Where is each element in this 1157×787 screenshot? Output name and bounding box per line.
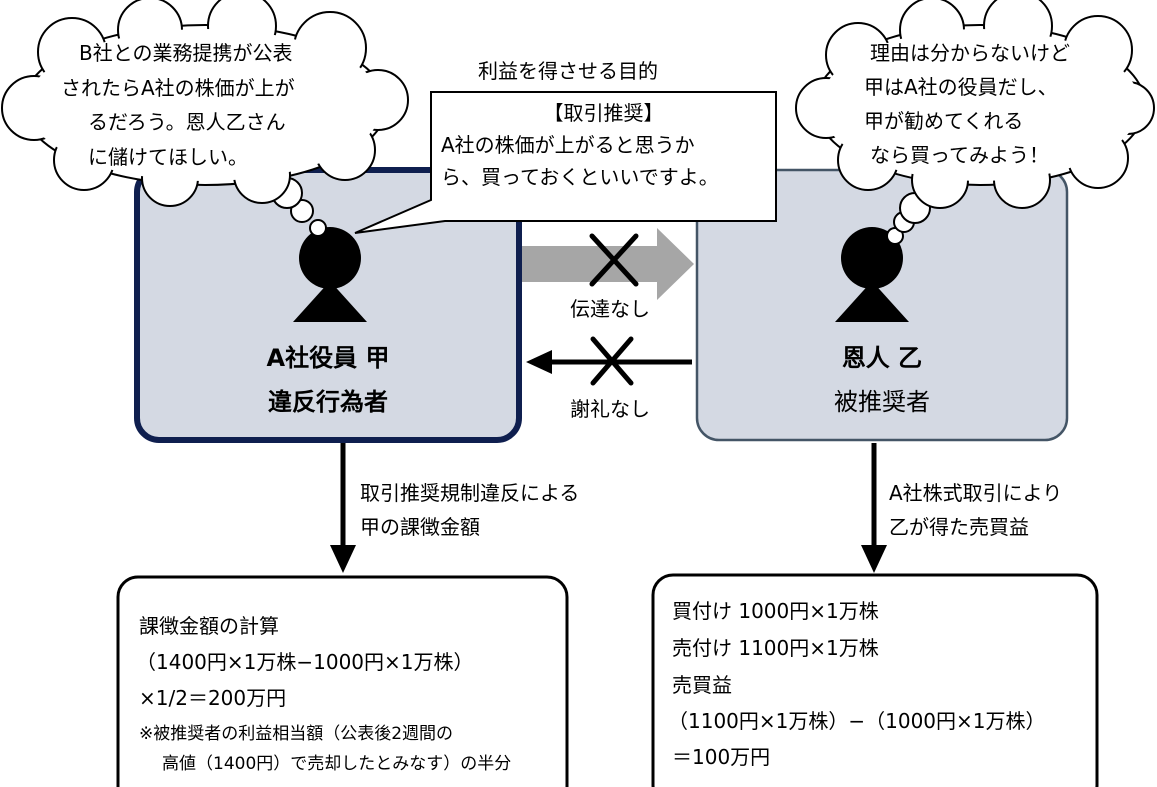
no-communication-label: 伝達なし: [570, 297, 650, 321]
profit-line: 買付け 1000円×1万株: [672, 599, 879, 623]
recommendation-line: ら、買っておくといいですよ。: [441, 165, 719, 189]
penalty-line: 課徴金額の計算: [139, 614, 279, 638]
right-down-arrow-head: [861, 545, 887, 573]
profit-line: 売買益: [672, 673, 732, 697]
otsu-thought-line: 甲が勧めてくれる: [864, 109, 1024, 133]
reward-arrow-head: [526, 350, 552, 374]
penalty-line: ×1/2＝200万円: [139, 686, 287, 710]
otsu-thought-line: 甲はA社の役員だし、: [864, 75, 1058, 99]
profit-line: ＝100万円: [672, 745, 771, 769]
penalty-line: （1400円×1万株−1000円×1万株）: [136, 650, 474, 674]
no-reward-label: 謝礼なし: [570, 397, 650, 421]
recommendation-speech-bubble: [354, 91, 777, 234]
left-flow-line: 取引推奨規制違反による: [360, 481, 580, 505]
kou-thought-line: B社との業務提携が公表: [79, 41, 293, 65]
penalty-box: [116, 575, 569, 787]
otsu-thought-line: なら買ってみよう！: [870, 143, 1049, 167]
kou-role: 違反行為者: [268, 388, 388, 416]
penalty-note: 高値（1400円）で売却したとみなす）の半分: [162, 754, 512, 774]
no-communication-cross: [589, 233, 639, 287]
kou-name: A社役員 甲: [266, 344, 390, 372]
right-flow-line: 乙が得た売買益: [889, 515, 1029, 539]
kou-thought-line: るだろう。恩人乙さん: [88, 110, 286, 134]
kou-thought-cloud-fill: [27, 29, 383, 181]
purpose-label: 利益を得させる目的: [478, 59, 658, 83]
profit-line: （1100円×1万株）−（1000円×1万株）: [668, 709, 1046, 733]
left-down-arrow-head: [330, 545, 356, 573]
penalty-note: ※被推奨者の利益相当額（公表後2週間の: [139, 724, 454, 744]
recommendation-line: A社の株価が上がると思うか: [441, 133, 695, 157]
left-flow-line: 甲の課徴金額: [360, 515, 480, 539]
otsu-name: 恩人 乙: [841, 344, 923, 372]
otsu-role: 被推奨者: [834, 388, 930, 416]
otsu-thought-line: 理由は分からないけど: [870, 41, 1070, 65]
no-reward-cross: [590, 336, 634, 386]
profit-line: 売付け 1100円×1万株: [672, 636, 879, 660]
right-flow-line: A社株式取引により: [889, 481, 1063, 505]
otsu-person-icon: [835, 227, 909, 322]
profit-box: [651, 573, 1099, 787]
kou-thought-line: に儲けてほしい。: [88, 145, 248, 169]
kou-thought-line: されたらA社の株価が上が: [61, 76, 295, 100]
recommendation-title: 【取引推奨】: [543, 101, 664, 125]
otsu-thought-cloud-fill: [820, 29, 1140, 181]
kou-person-icon: [293, 227, 367, 322]
